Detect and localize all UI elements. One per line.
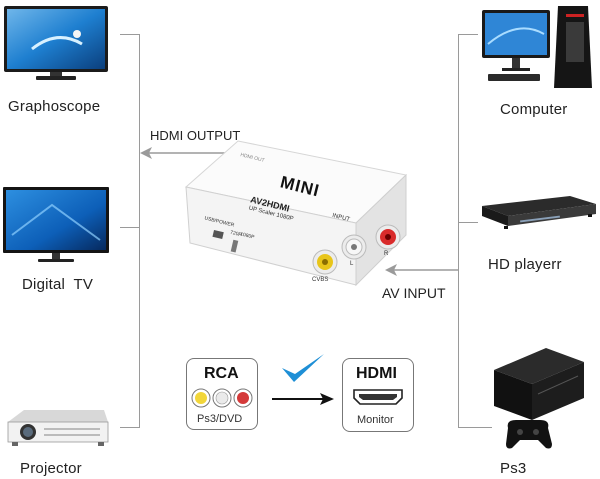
device-r-label: R: [384, 251, 389, 257]
output-bracket-vertical: [139, 34, 140, 428]
output-bracket-bottom: [120, 427, 140, 428]
hdmi-output-arrow: [140, 147, 236, 159]
rca-title: RCA: [204, 365, 239, 382]
converter-device: MINI AV2HDMI UP Scaler 1080P INPUT HDMI …: [180, 135, 420, 295]
input-bracket-vertical: [458, 34, 459, 428]
rca-box: RCA Ps3/DVD: [186, 358, 258, 430]
ps3-image: [486, 344, 598, 454]
projector-image: [4, 404, 110, 448]
hdmi-sub: Monitor: [357, 414, 394, 426]
digital-tv-image: [2, 185, 110, 265]
rca-sub: Ps3/DVD: [197, 413, 243, 425]
check-icon: [282, 354, 324, 382]
rca-plugs-icon: [191, 388, 253, 408]
digital-tv-label: Digital TV: [22, 276, 94, 293]
computer-label: Computer: [500, 101, 568, 118]
av-input-label: AV INPUT: [382, 285, 446, 301]
input-bracket-bottom: [458, 427, 492, 428]
device-cvbs-label: CVBS: [312, 277, 329, 283]
ps3-label: Ps3: [500, 460, 527, 477]
av-input-arrow: [385, 264, 458, 276]
output-bracket-middle: [120, 227, 140, 228]
output-bracket-top: [120, 34, 140, 35]
hdmi-port-icon: [353, 389, 403, 405]
graphoscope-label: Graphoscope: [8, 98, 101, 115]
input-bracket-top: [458, 34, 478, 35]
hd-player-image: [480, 194, 598, 234]
device-l-label: L: [350, 261, 354, 267]
conversion-arrow: [272, 393, 334, 405]
hd-player-label: HD playerr: [488, 256, 562, 273]
hdmi-output-label: HDMI OUTPUT: [150, 128, 241, 143]
hdmi-title: HDMI: [356, 365, 397, 382]
hdmi-box: HDMI Monitor: [342, 358, 414, 432]
input-bracket-middle: [458, 222, 478, 223]
computer-image: [478, 4, 596, 90]
graphoscope-image: [2, 4, 110, 82]
projector-label: Projector: [20, 460, 82, 477]
